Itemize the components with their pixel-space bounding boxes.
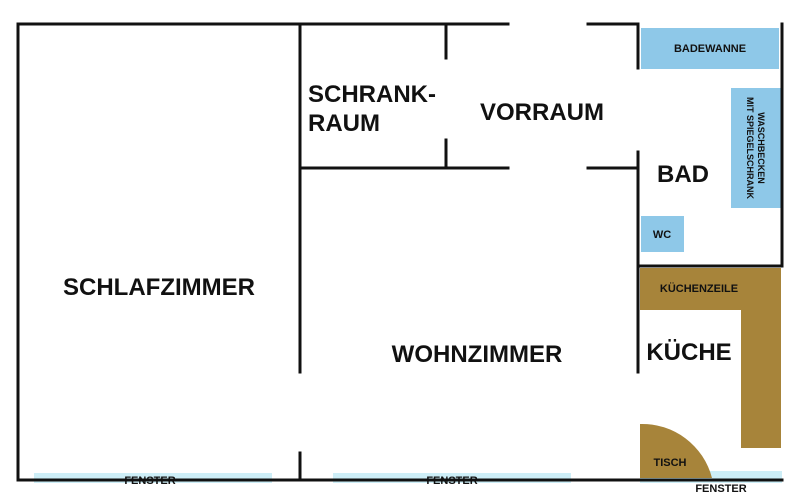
room-label-schrankraum-line2: RAUM bbox=[308, 110, 380, 137]
fixture-label-kuechenzeile: KÜCHENZEILE bbox=[660, 282, 738, 295]
window-left bbox=[34, 473, 272, 483]
room-label-schrankraum-line1: SCHRANK- bbox=[308, 81, 436, 108]
fixture-label-tisch: TISCH bbox=[654, 457, 687, 469]
toilet bbox=[641, 216, 684, 252]
room-label-schlafzimmer: SCHLAFZIMMER bbox=[63, 274, 255, 301]
fixture-label-waschbecken-line2: MIT SPIEGELSCHRANK bbox=[745, 97, 755, 200]
washbasin bbox=[731, 88, 781, 208]
bathtub bbox=[641, 28, 779, 69]
room-label-bad: BAD bbox=[657, 161, 709, 188]
room-label-wohnzimmer: WOHNZIMMER bbox=[392, 341, 563, 368]
room-label-vorraum: VORRAUM bbox=[480, 99, 604, 126]
fixture-label-wc: WC bbox=[653, 229, 671, 241]
window-middle bbox=[333, 473, 571, 483]
walls bbox=[16, 22, 784, 482]
window-label-middle: FENSTER bbox=[426, 475, 477, 487]
dining-table bbox=[640, 423, 712, 478]
window-label-left: FENSTER bbox=[124, 475, 175, 487]
room-label-kueche: KÜCHE bbox=[646, 339, 731, 366]
fixture-label-badewanne: BADEWANNE bbox=[674, 43, 746, 55]
fixture-label-waschbecken-line1: WASCHBECKEN bbox=[756, 112, 766, 184]
kitchen-counter bbox=[640, 268, 781, 448]
window-label-right: FENSTER bbox=[695, 483, 746, 495]
